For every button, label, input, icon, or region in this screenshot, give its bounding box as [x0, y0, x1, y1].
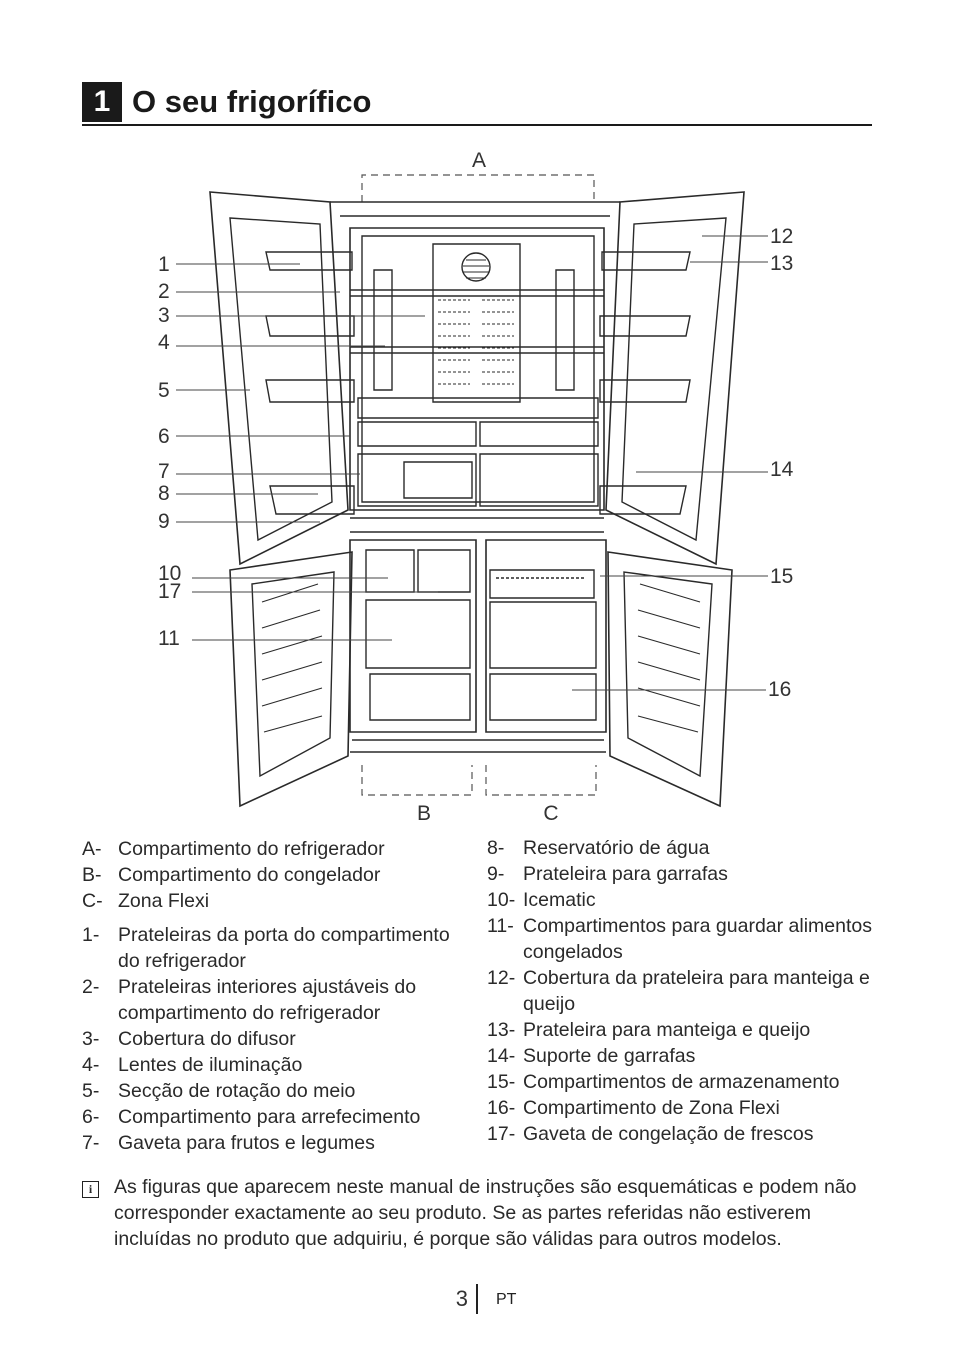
legend-text: Prateleira para manteiga e queijo: [523, 1019, 811, 1041]
legend-item: 16- Compartimento de Zona Flexi: [487, 1095, 877, 1121]
legend-item: A- Compartimento do refrigerador: [82, 836, 462, 862]
callout-3: 3: [158, 304, 170, 327]
legend-item: 5- Secção de rotação do meio: [82, 1078, 462, 1104]
legend-key: 12-: [487, 967, 516, 989]
legend-item: 10- Icematic: [487, 887, 877, 913]
legend-text: Gaveta de congelação de frescos: [523, 1123, 814, 1145]
callout-16: 16: [768, 678, 791, 701]
legend-key: 9-: [487, 863, 505, 885]
legend-key: B-: [82, 864, 102, 886]
callout-4: 4: [158, 331, 170, 354]
legend-text: Compartimento do refrigerador: [118, 838, 385, 860]
callout-B: B: [417, 802, 431, 825]
legend-text: Lentes de iluminação: [118, 1054, 303, 1076]
legend-key: C-: [82, 890, 103, 912]
legend-key: 4-: [82, 1054, 100, 1076]
callout-C: C: [543, 802, 558, 825]
legend-item: 8- Reservatório de água: [487, 835, 877, 861]
legend-item: 14- Suporte de garrafas: [487, 1043, 877, 1069]
legend-key: 6-: [82, 1106, 100, 1128]
legend-key: 16-: [487, 1097, 516, 1119]
note-text: As figuras que aparecem neste manual de …: [114, 1176, 857, 1250]
language-code: PT: [496, 1291, 517, 1308]
legend-text: Secção de rotação do meio: [118, 1080, 356, 1102]
legend-item: 15- Compartimentos de armazenamento: [487, 1069, 877, 1095]
legend-text: Icematic: [523, 889, 596, 911]
legend-item: 13- Prateleira para manteiga e queijo: [487, 1017, 877, 1043]
legend-key: 1-: [82, 924, 100, 946]
legend-item: 3- Cobertura do difusor: [82, 1026, 462, 1052]
info-icon: i: [82, 1174, 114, 1252]
chapter-number: 1: [82, 82, 122, 122]
legend-item: 9- Prateleira para garrafas: [487, 861, 877, 887]
legend-text: Reservatório de água: [523, 837, 710, 859]
legend-item: 7- Gaveta para frutos e legumes: [82, 1130, 462, 1156]
legend-key: 14-: [487, 1045, 516, 1067]
legend-item: 1- Prateleiras da porta do compartimento…: [82, 922, 462, 974]
legend-item: C- Zona Flexi: [82, 888, 462, 914]
callout-1: 1: [158, 253, 170, 276]
legend-key: 15-: [487, 1071, 516, 1093]
legend-item: B- Compartimento do congelador: [82, 862, 462, 888]
callout-14: 14: [770, 458, 794, 481]
legend-left: A- Compartimento do refrigerador B- Comp…: [82, 836, 462, 1156]
callout-5: 5: [158, 379, 170, 402]
legend-text: Prateleiras interiores ajustáveis do com…: [118, 976, 417, 1024]
callout-15: 15: [770, 565, 793, 588]
callout-A: A: [472, 149, 486, 172]
callout-9: 9: [158, 510, 170, 533]
info-note: i As figuras que aparecem neste manual d…: [82, 1174, 872, 1252]
legend-item: 2- Prateleiras interiores ajustáveis do …: [82, 974, 462, 1026]
legend-item: 6- Compartimento para arrefecimento: [82, 1104, 462, 1130]
legend-item: 12- Cobertura da prateleira para manteig…: [487, 965, 877, 1017]
legend-key: 10-: [487, 889, 516, 911]
callout-7: 7: [158, 460, 170, 483]
legend-text: Compartimentos de armazenamento: [523, 1071, 840, 1093]
legend-key: 5-: [82, 1080, 100, 1102]
legend-key: 17-: [487, 1123, 516, 1145]
callout-11: 11: [158, 627, 180, 650]
legend-text: Compartimento para arrefecimento: [118, 1106, 421, 1128]
callout-6: 6: [158, 425, 170, 448]
chapter-header: 1 O seu frigorífico: [82, 80, 872, 126]
legend-item: 17- Gaveta de congelação de frescos: [487, 1121, 877, 1147]
callout-17: 17: [158, 580, 181, 603]
legend-text: Prateleira para garrafas: [523, 863, 728, 885]
callout-2: 2: [158, 280, 170, 303]
legend-item: 4- Lentes de iluminação: [82, 1052, 462, 1078]
legend-key: 11-: [487, 915, 514, 937]
legend-text: Cobertura da prateleira para manteiga e …: [523, 967, 870, 1015]
legend-key: 2-: [82, 976, 100, 998]
legend-text: Compartimentos para guardar alimentos co…: [523, 915, 873, 963]
footer-divider: [476, 1284, 478, 1314]
legend-key: 7-: [82, 1132, 100, 1154]
page-number: 3: [455, 1286, 468, 1311]
legend-key: 8-: [487, 837, 505, 859]
legend-key: 13-: [487, 1019, 516, 1041]
legend-text: Cobertura do difusor: [118, 1028, 296, 1050]
callout-10: 10: [158, 562, 181, 585]
legend-text: Suporte de garrafas: [523, 1045, 696, 1067]
callout-13: 13: [770, 252, 793, 275]
legend-right: 8- Reservatório de água 9- Prateleira pa…: [487, 835, 877, 1147]
legend-key: 3-: [82, 1028, 100, 1050]
refrigerator-diagram: A B C 1 2 3 4 5 6 7 8 9 10 17 11 12 13 1…: [0, 140, 954, 830]
legend-key: A-: [82, 838, 102, 860]
legend-text: Compartimento de Zona Flexi: [523, 1097, 780, 1119]
legend-text: Zona Flexi: [118, 890, 210, 912]
callout-12: 12: [770, 225, 793, 248]
callout-8: 8: [158, 482, 170, 505]
page-title: O seu frigorífico: [132, 84, 372, 119]
legend-text: Compartimento do congelador: [118, 864, 381, 886]
legend-text: Prateleiras da porta do compartimento do…: [118, 924, 450, 972]
legend-item: 11- Compartimentos para guardar alimento…: [487, 913, 877, 965]
legend-text: Gaveta para frutos e legumes: [118, 1132, 375, 1154]
